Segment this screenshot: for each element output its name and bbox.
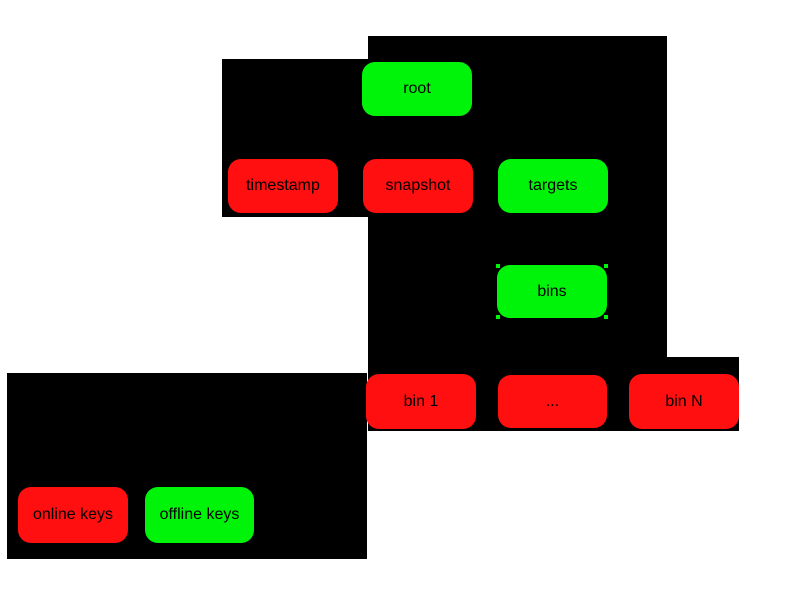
node-label: ... [545,392,560,410]
node-bin-1: bin 1 [366,374,476,429]
node-label: root [403,80,431,97]
selection-handle [496,315,500,319]
node-label: offline keys [159,506,240,523]
node-bins: bins [496,264,608,319]
node-label: timestamp [246,177,320,194]
selection-handle [604,264,608,268]
node-targets: targets [498,159,608,213]
node-offline-keys: offline keys [145,487,254,543]
node-label: targets [528,177,578,194]
node-bin-ellipsis: ... [498,375,607,428]
node-label: bin 1 [403,392,439,410]
node-online-keys: online keys [18,487,128,543]
node-bin-N: bin N [629,374,739,429]
node-label: online keys [32,506,114,523]
node-timestamp: timestamp [228,159,338,213]
node-label: bins [537,282,567,300]
node-root: root [362,62,472,116]
node-label: bin N [665,392,703,410]
node-label: snapshot [385,177,451,194]
selection-handle [604,315,608,319]
node-snapshot: snapshot [363,159,473,213]
selection-handle [496,264,500,268]
